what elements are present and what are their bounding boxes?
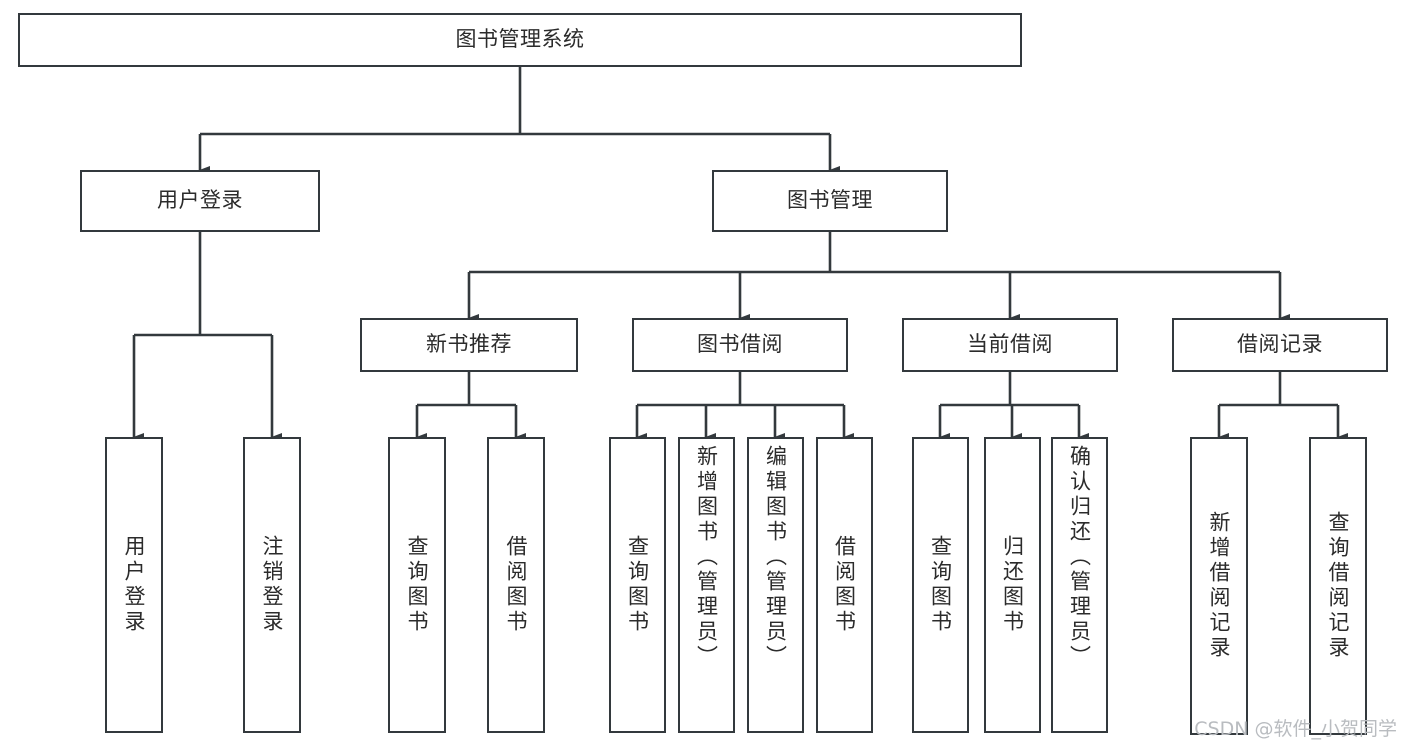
node-user-login-label: 用户登录 xyxy=(157,188,243,213)
node-leaf-edit-book-admin-label: 编辑图书（管理员） xyxy=(763,445,788,670)
node-leaf-user-login[interactable]: 用户登录 xyxy=(105,437,163,733)
watermark-text: CSDN @软件_小贺同学 xyxy=(1194,718,1397,740)
node-leaf-add-book-admin[interactable]: 新增图书（管理员） xyxy=(678,437,735,733)
node-current-borrow[interactable]: 当前借阅 xyxy=(902,318,1118,372)
node-leaf-add-borrow-record[interactable]: 新增借阅记录 xyxy=(1190,437,1248,735)
node-leaf-query-borrow-record[interactable]: 查询借阅记录 xyxy=(1309,437,1367,735)
node-book-manage[interactable]: 图书管理 xyxy=(712,170,948,232)
node-leaf-query-book-bor[interactable]: 查询图书 xyxy=(609,437,666,733)
node-user-login[interactable]: 用户登录 xyxy=(80,170,320,232)
node-leaf-borrow-book-rec-label: 借阅图书 xyxy=(504,535,529,635)
node-leaf-borrow-book-bor-label: 借阅图书 xyxy=(832,535,857,635)
node-leaf-add-book-admin-label: 新增图书（管理员） xyxy=(694,445,719,670)
node-leaf-query-book-bor-label: 查询图书 xyxy=(625,535,650,635)
node-new-book-recommend[interactable]: 新书推荐 xyxy=(360,318,578,372)
node-root[interactable]: 图书管理系统 xyxy=(18,13,1022,67)
node-leaf-confirm-return-admin-label: 确认归还（管理员） xyxy=(1067,445,1092,670)
node-borrow-record[interactable]: 借阅记录 xyxy=(1172,318,1388,372)
node-leaf-query-book-cur[interactable]: 查询图书 xyxy=(912,437,969,733)
node-leaf-query-book-rec[interactable]: 查询图书 xyxy=(388,437,446,733)
node-current-borrow-label: 当前借阅 xyxy=(967,332,1053,357)
node-leaf-borrow-book-rec[interactable]: 借阅图书 xyxy=(487,437,545,733)
node-book-manage-label: 图书管理 xyxy=(787,188,873,213)
node-leaf-confirm-return-admin[interactable]: 确认归还（管理员） xyxy=(1051,437,1108,733)
node-leaf-user-logout-label: 注销登录 xyxy=(260,535,285,635)
node-leaf-query-borrow-record-label: 查询借阅记录 xyxy=(1326,511,1351,661)
node-leaf-borrow-book-bor[interactable]: 借阅图书 xyxy=(816,437,873,733)
node-leaf-return-book[interactable]: 归还图书 xyxy=(984,437,1041,733)
node-root-label: 图书管理系统 xyxy=(455,27,585,52)
node-leaf-query-book-rec-label: 查询图书 xyxy=(405,535,430,635)
node-leaf-edit-book-admin[interactable]: 编辑图书（管理员） xyxy=(747,437,804,733)
node-leaf-user-logout[interactable]: 注销登录 xyxy=(243,437,301,733)
node-leaf-user-login-label: 用户登录 xyxy=(122,535,147,635)
node-leaf-add-borrow-record-label: 新增借阅记录 xyxy=(1207,511,1232,661)
node-new-book-recommend-label: 新书推荐 xyxy=(426,332,512,357)
node-book-borrow-label: 图书借阅 xyxy=(697,332,783,357)
node-borrow-record-label: 借阅记录 xyxy=(1237,332,1323,357)
node-book-borrow[interactable]: 图书借阅 xyxy=(632,318,848,372)
node-leaf-query-book-cur-label: 查询图书 xyxy=(928,535,953,635)
node-leaf-return-book-label: 归还图书 xyxy=(1000,535,1025,635)
